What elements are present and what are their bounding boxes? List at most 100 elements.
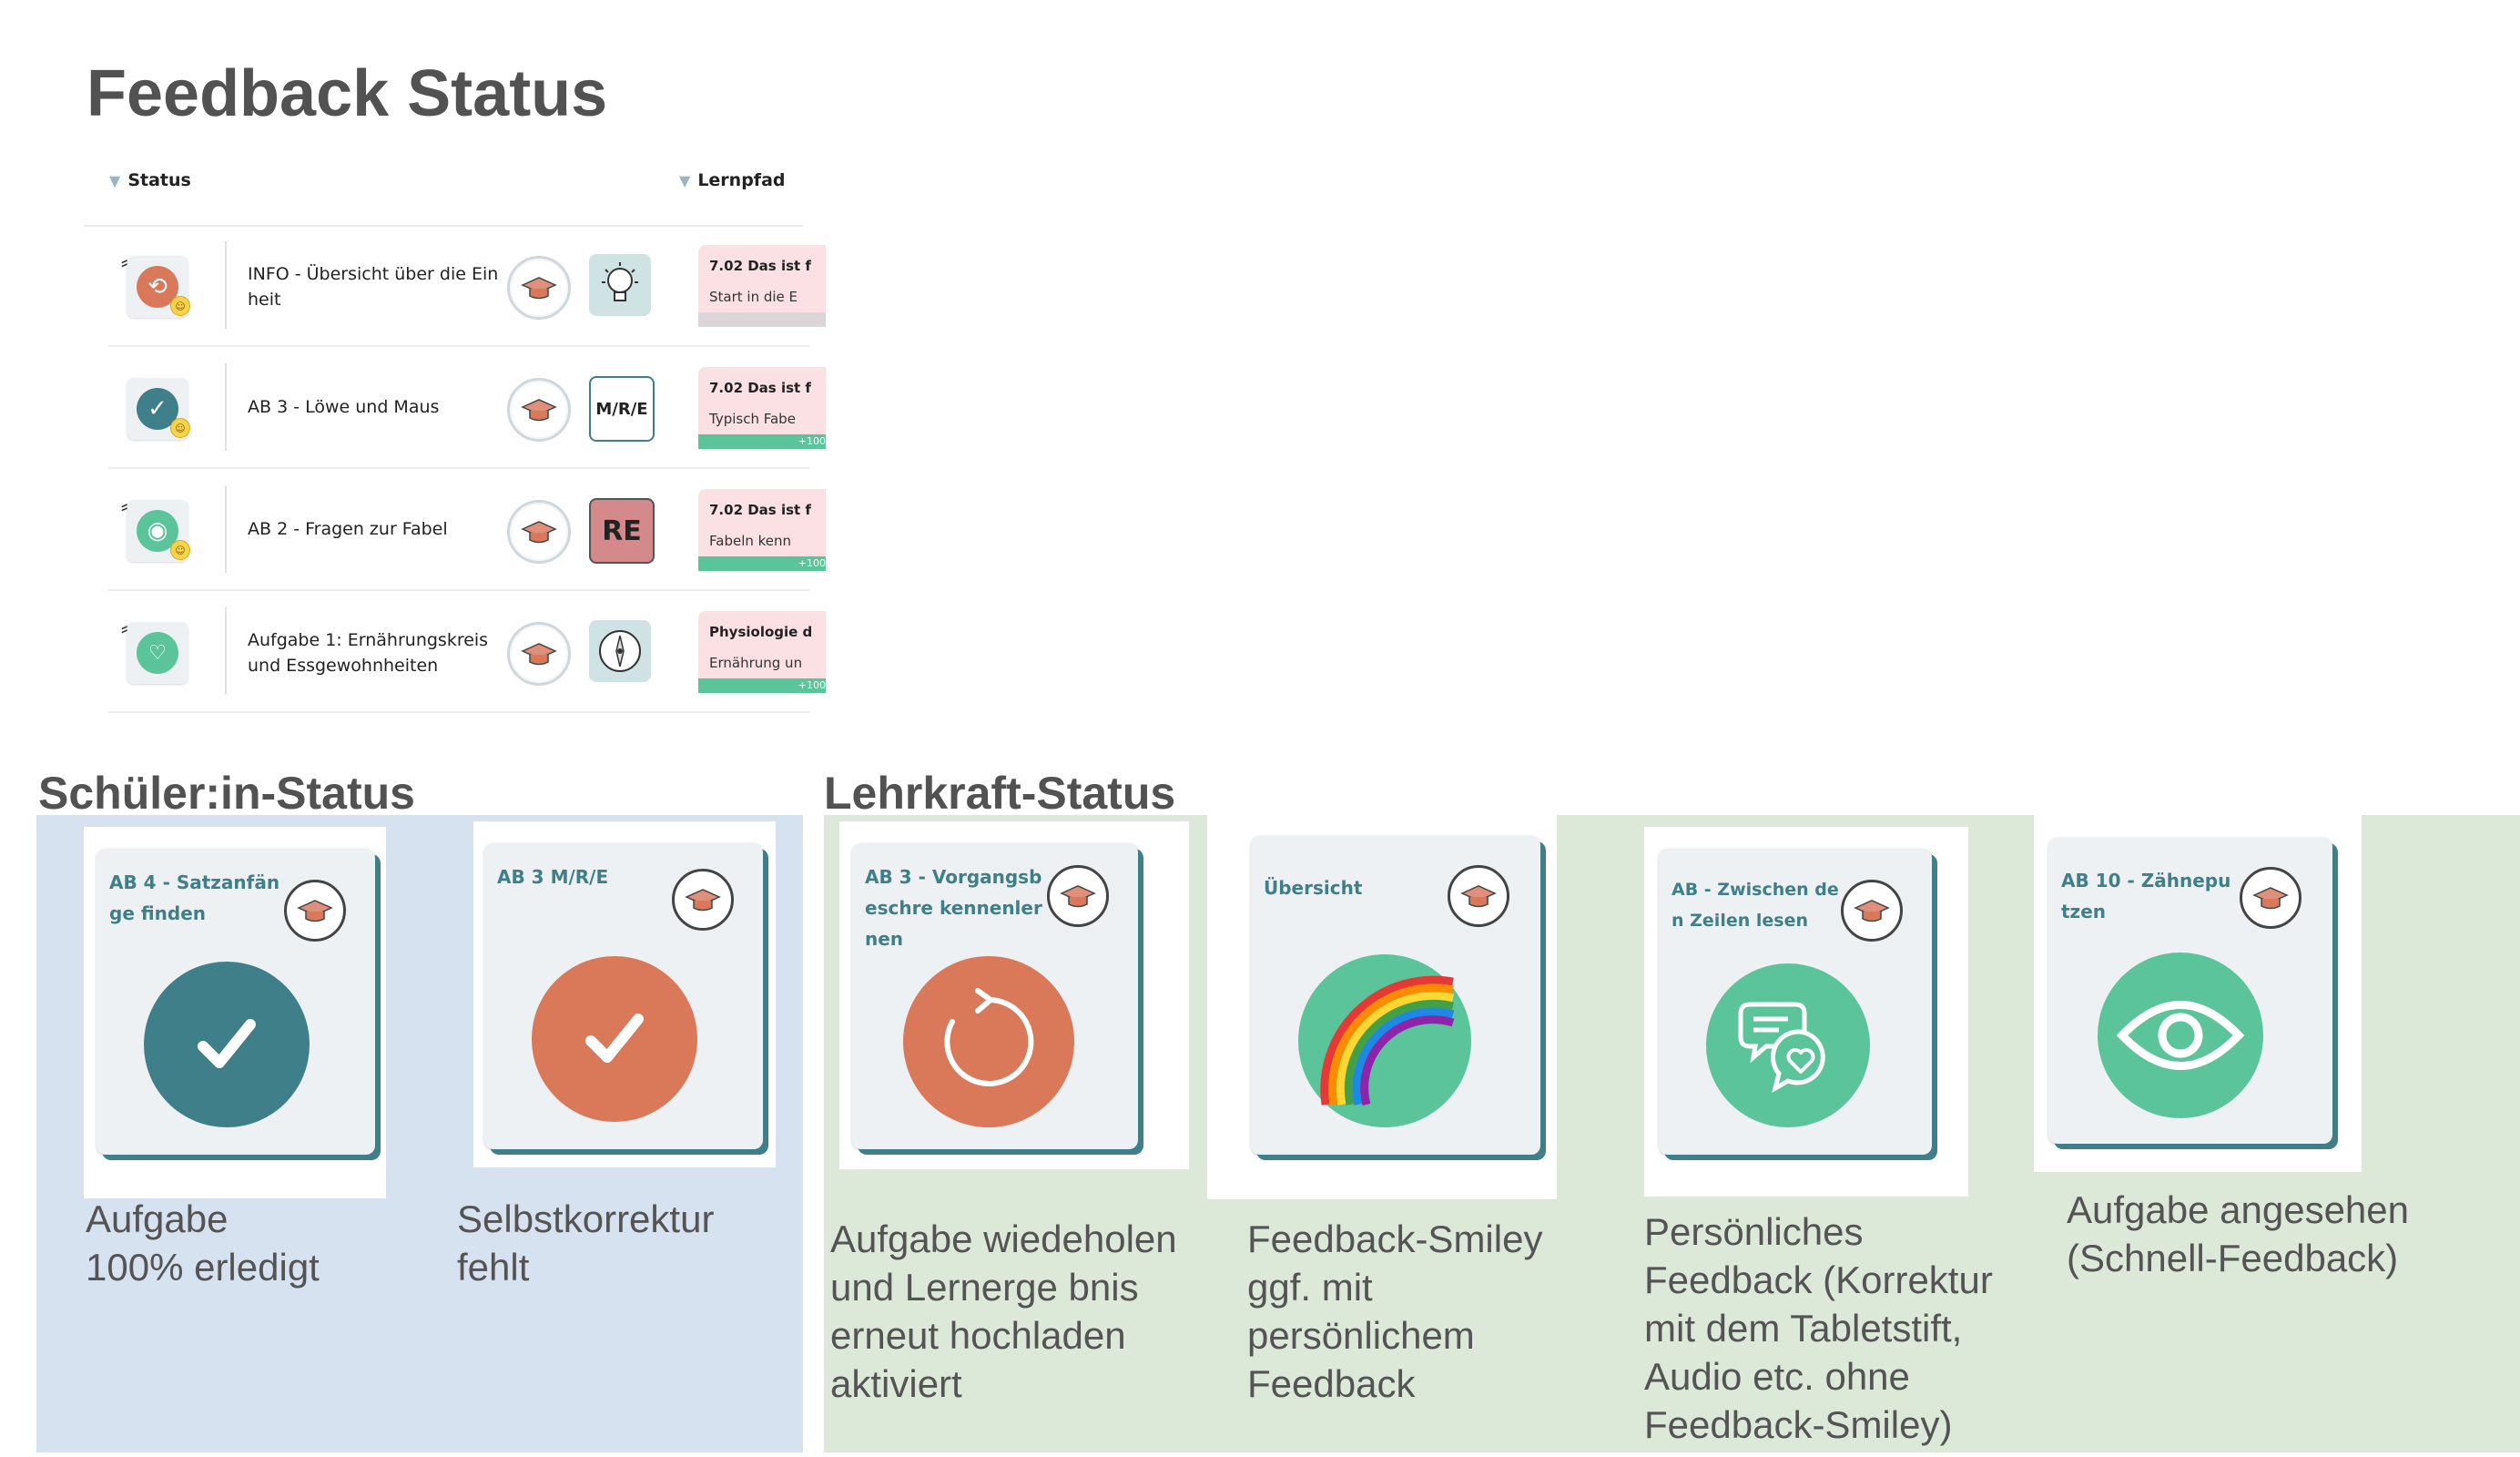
caption-line: persönlichem <box>1247 1314 1475 1357</box>
re-icon: RE <box>589 498 655 564</box>
caption-line: Aufgabe <box>86 1197 229 1240</box>
lernpfad-card[interactable]: 7.02 Das ist f Typisch Fabe +100 <box>698 367 826 449</box>
graduation-cap-icon <box>1841 880 1903 942</box>
column-header-lernpfad[interactable]: ▼ Lernpfad <box>679 170 786 190</box>
pin-icon: ⸗ <box>121 617 128 640</box>
check-icon: ✓ <box>137 388 178 430</box>
lernpfad-progress: +100 <box>698 678 826 693</box>
rotate-ccw-icon: ⟲ <box>137 266 178 308</box>
chat-heart-icon <box>1706 963 1870 1127</box>
status-badge: ✓ ☺ <box>127 378 190 440</box>
status-table: ▼ Status ▼ Lernpfad ⟲ ☺ ⸗ INFO - Übersic… <box>84 150 826 726</box>
row-divider <box>225 485 227 573</box>
lernpfad-subtitle: Start in die E <box>709 289 798 305</box>
status-cell[interactable]: ♡ ⸗ <box>121 616 203 689</box>
column-header-lernpfad-label: Lernpfad <box>697 170 786 190</box>
status-card[interactable]: Übersicht <box>1251 836 1540 1155</box>
status-card[interactable]: AB 10 - Zähneputzen <box>2048 838 2332 1144</box>
graduation-cap-icon <box>672 869 734 931</box>
status-card[interactable]: AB - Zwischen den Zeilen lesen <box>1659 849 1932 1155</box>
caption-line: Persönliches <box>1644 1210 1864 1253</box>
row-title[interactable]: AB 3 - Löwe und Maus <box>248 397 440 417</box>
lernpfad-title: Physiologie d <box>709 624 813 640</box>
status-card[interactable]: AB 3 M/R/E <box>484 843 763 1149</box>
card-title: Übersicht <box>1264 877 1363 899</box>
graduation-cap-icon <box>1047 865 1109 927</box>
lernpfad-subtitle: Fabeln kenn <box>709 533 792 549</box>
pin-icon: ⸗ <box>121 495 128 518</box>
table-row[interactable]: ⟲ ☺ ⸗ INFO - Übersicht über die Einheit … <box>108 225 826 347</box>
status-badge: ♡ <box>127 622 188 684</box>
rainbow-icon <box>1298 954 1471 1127</box>
caption-line: fehlt <box>457 1246 530 1289</box>
row-divider <box>225 241 227 329</box>
table-row[interactable]: ✓ ☺ AB 3 - Löwe und Maus M/R/E 7.02 Das … <box>108 347 826 469</box>
caption-line: mit dem Tabletstift, <box>1644 1307 1963 1350</box>
lernpfad-progress: +100 <box>698 556 826 571</box>
card-caption: Aufgabe angesehen (Schnell-Feedback) <box>2067 1186 2409 1282</box>
card-title: AB 4 - Satzanfänge finden <box>109 871 280 924</box>
table-row[interactable]: ♡ ⸗ Aufgabe 1: Ernährungskreis und Essge… <box>108 591 826 713</box>
graduation-cap-icon <box>507 500 571 564</box>
status-cell[interactable]: ⟲ ☺ ⸗ <box>121 250 203 323</box>
graduation-cap-icon <box>284 880 346 942</box>
card-title: AB 3 - Vorgangsbeschre kennenlernen <box>865 861 1047 954</box>
eye-icon <box>2098 953 2263 1118</box>
table-row[interactable]: ◉ ☺ ⸗ AB 2 - Fragen zur Fabel RE 7.02 Da… <box>108 469 826 591</box>
card-caption: Selbstkorrektur fehlt <box>457 1195 714 1291</box>
sort-triangle-icon: ▼ <box>109 171 121 189</box>
lernpfad-title: 7.02 Das ist f <box>709 502 811 518</box>
chat-heart-icon: ♡ <box>137 632 178 674</box>
lernpfad-subtitle: Typisch Fabe <box>709 411 796 427</box>
card-title: AB 3 M/R/E <box>497 866 609 888</box>
graduation-cap-icon <box>2240 867 2302 929</box>
table-header: ▼ Status ▼ Lernpfad <box>84 150 803 227</box>
lernpfad-title: 7.02 Das ist f <box>709 380 811 396</box>
status-cell[interactable]: ✓ ☺ <box>121 372 203 445</box>
caption-line: Feedback (Korrektur <box>1644 1258 1993 1301</box>
card-title: AB 10 - Zähneputzen <box>2061 870 2231 922</box>
status-cell[interactable]: ◉ ☺ ⸗ <box>121 494 203 567</box>
lernpfad-card[interactable]: 7.02 Das ist f Fabeln kenn +100 <box>698 489 826 571</box>
sort-triangle-icon: ▼ <box>679 171 691 189</box>
caption-line: und Lernerge bnis <box>830 1266 1139 1309</box>
caption-line: Audio etc. ohne <box>1644 1355 1910 1398</box>
card-title-text: AB 3 - Vorgangsbeschre kennenlernen <box>865 866 1042 950</box>
graduation-cap-icon <box>507 256 571 320</box>
graduation-cap-icon <box>1448 865 1509 927</box>
smiley-icon: ☺ <box>170 418 190 438</box>
status-card[interactable]: AB 4 - Satzanfänge finden <box>97 849 375 1155</box>
status-badge: ◉ ☺ <box>127 500 190 562</box>
compass-icon <box>589 620 651 682</box>
row-title[interactable]: INFO - Übersicht über die Einheit <box>248 264 499 310</box>
lernpfad-card[interactable]: Physiologie d Ernährung un +100 <box>698 611 826 693</box>
lernpfad-card[interactable]: 7.02 Das ist f Start in die E <box>698 245 826 327</box>
row-divider <box>225 607 227 695</box>
smiley-icon: ☺ <box>170 296 190 316</box>
column-header-status-label: Status <box>127 170 191 190</box>
status-card[interactable]: AB 3 - Vorgangsbeschre kennenlernen <box>852 843 1138 1149</box>
row-title[interactable]: AB 2 - Fragen zur Fabel <box>248 519 448 539</box>
rotate-ccw-icon <box>903 956 1074 1127</box>
caption-line: Selbstkorrektur <box>457 1197 715 1240</box>
row-title[interactable]: Aufgabe 1: Ernährungskreis und Essgewohn… <box>248 630 489 676</box>
card-caption: Persönliches Feedback (Korrektur mit dem… <box>1644 1207 1993 1449</box>
status-badge: ⟲ ☺ <box>127 256 190 318</box>
card-title: AB - Zwischen den Zeilen lesen <box>1672 880 1839 931</box>
check-icon <box>532 956 697 1122</box>
caption-line: Feedback <box>1247 1362 1416 1405</box>
caption-line: aktiviert <box>830 1362 962 1405</box>
mre-icon: M/R/E <box>589 376 655 442</box>
card-caption: Aufgabe 100% erledigt <box>86 1195 320 1291</box>
schueler-status-heading: Schüler:in-Status <box>38 768 415 819</box>
caption-line: Feedback-Smiley) <box>1644 1403 1953 1446</box>
smiley-icon: ☺ <box>170 540 190 560</box>
lernpfad-title: 7.02 Das ist f <box>709 258 811 274</box>
column-header-status[interactable]: ▼ Status <box>109 170 191 190</box>
eye-icon: ◉ <box>137 510 178 552</box>
caption-line: Aufgabe wiedeholen <box>830 1218 1177 1260</box>
row-divider <box>225 363 227 451</box>
caption-line: ggf. mit <box>1247 1266 1373 1309</box>
lernpfad-progress: +100 <box>698 434 826 449</box>
caption-line: Feedback-Smiley <box>1247 1218 1543 1260</box>
